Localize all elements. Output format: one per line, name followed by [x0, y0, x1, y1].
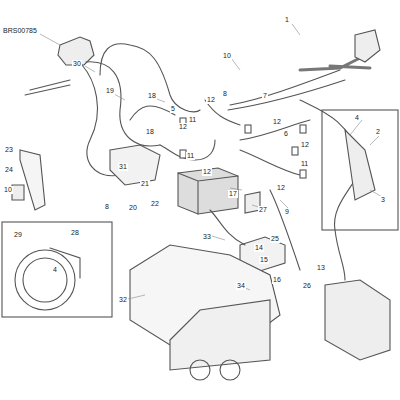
- callout-number: 12: [178, 123, 188, 131]
- callout-number: 12: [300, 141, 310, 149]
- callout-number: 12: [276, 184, 286, 192]
- callout-number: 12: [206, 96, 216, 104]
- callout-number: 10: [222, 52, 232, 60]
- callout-number: 2: [375, 128, 381, 136]
- callout-number: 10: [3, 186, 13, 194]
- callout-number: 14: [254, 244, 264, 252]
- callout-number: 32: [118, 296, 128, 304]
- callout-number: 28: [70, 229, 80, 237]
- callout-number: 27: [258, 206, 268, 214]
- callout-number: 24: [4, 166, 14, 174]
- callout-number: 15: [259, 256, 269, 264]
- callout-number: 4: [354, 114, 360, 122]
- callout-number: 21: [140, 180, 150, 188]
- callout-number: 7: [262, 92, 268, 100]
- callout-number: 13: [316, 264, 326, 272]
- drawing-code: BRS00785: [2, 27, 38, 35]
- callout-number: 18: [147, 92, 157, 100]
- callout-number: 33: [202, 233, 212, 241]
- callout-number: 11: [186, 152, 195, 160]
- callout-number: 17: [228, 190, 238, 198]
- callout-number: 22: [150, 200, 160, 208]
- callout-number: 23: [4, 146, 14, 154]
- callout-number: 4: [52, 266, 58, 274]
- callout-number: 8: [222, 90, 228, 98]
- callout-number: 25: [270, 235, 280, 243]
- callout-number: 31: [118, 163, 128, 171]
- callout-number: 11: [188, 116, 197, 124]
- callout-number: 18: [145, 128, 155, 136]
- callout-number: 30: [72, 60, 82, 68]
- callout-number: 12: [202, 168, 212, 176]
- callout-number: 34: [236, 282, 246, 290]
- callout-number: 6: [283, 130, 289, 138]
- callout-number: 19: [105, 87, 115, 95]
- callout-number: 1: [284, 16, 290, 24]
- callout-number: 5: [170, 105, 176, 113]
- callout-number: 12: [272, 118, 282, 126]
- callout-number: 29: [13, 231, 23, 239]
- callout-number: 8: [104, 203, 110, 211]
- callout-number: 9: [284, 208, 290, 216]
- callout-number: 16: [272, 276, 282, 284]
- callout-number: 11: [300, 160, 309, 168]
- callout-number: 26: [302, 282, 312, 290]
- callout-number: 3: [380, 196, 386, 204]
- callout-number: 20: [128, 204, 138, 212]
